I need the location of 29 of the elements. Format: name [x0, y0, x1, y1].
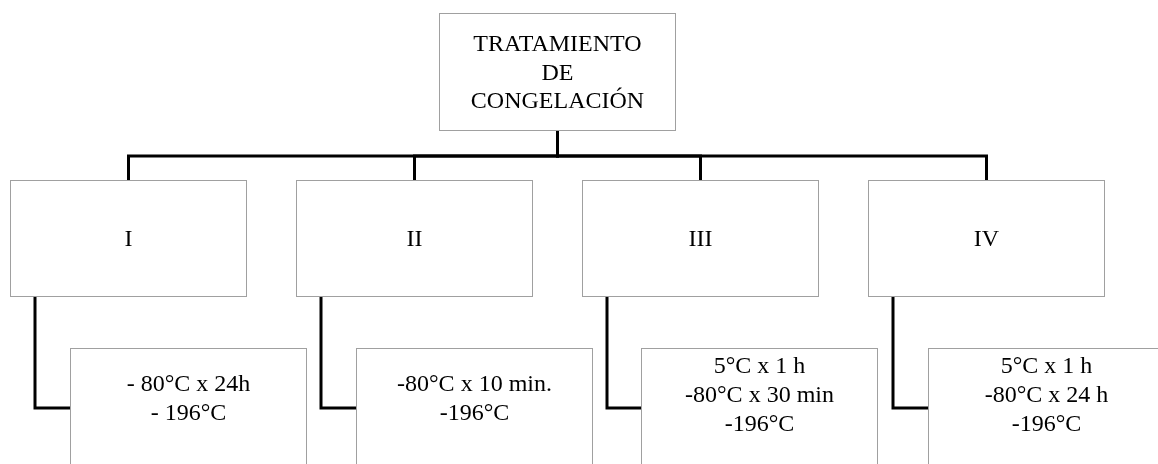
node-text: - 80°C x 24h [126, 369, 251, 398]
connector-line [605, 297, 641, 410]
node-text: -80°C x 10 min. [397, 369, 552, 398]
node-text: - 196°C [150, 397, 227, 427]
connector-line [319, 297, 356, 410]
node-text: I [124, 224, 133, 253]
title-box [439, 13, 676, 131]
node-text: -196°C [439, 397, 510, 427]
node-text: II [406, 224, 423, 253]
treatment-box [356, 348, 593, 464]
node-text: IV [973, 224, 1000, 253]
treatment-box [641, 348, 878, 464]
node-text: III [688, 224, 713, 253]
connector-line [556, 131, 988, 180]
node-text: -196°C [1011, 408, 1082, 438]
node-text: -80°C x 24 h [984, 379, 1109, 409]
category-box [582, 180, 819, 297]
connector-line [891, 297, 928, 410]
category-box [868, 180, 1105, 297]
node-text: -80°C x 30 min [685, 379, 834, 409]
category-box [10, 180, 247, 297]
node-text: -196°C [724, 408, 795, 438]
node-text: 5°C x 1 h [1000, 351, 1093, 380]
category-box [296, 180, 533, 297]
connector-line [33, 297, 70, 410]
treatment-box [70, 348, 307, 464]
node-text: TRATAMIENTO DE CONGELACIÓN [469, 28, 646, 116]
node-text: 5°C x 1 h [713, 351, 806, 380]
treatment-box [928, 348, 1158, 464]
